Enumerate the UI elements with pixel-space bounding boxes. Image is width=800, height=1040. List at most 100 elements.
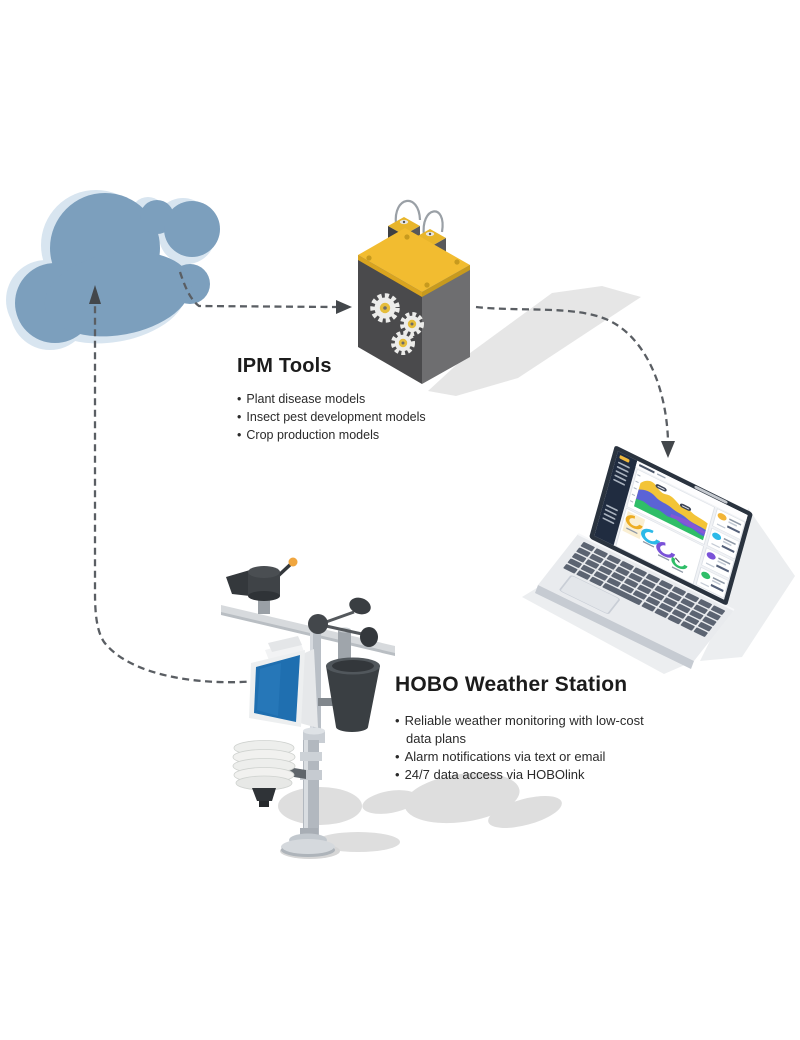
sidebar-menu-items: [602, 461, 630, 525]
keyboard-key: [680, 621, 695, 631]
keyboard-key: [606, 554, 621, 565]
keyboard-key: [598, 565, 613, 576]
bullet-item: Reliable weather monitoring with low-cos…: [395, 712, 645, 748]
keyboard-key: [684, 615, 700, 625]
data-flow-arrows: [93, 271, 670, 684]
dashboard-chart-card: [626, 468, 716, 545]
keyboard-key: [663, 597, 678, 607]
bullet-item: Plant disease models: [237, 390, 426, 408]
cloud-icon: [6, 190, 220, 350]
keyboard-key: [650, 591, 665, 601]
keyboard-key: [689, 610, 704, 620]
bullet-item: Crop production models: [237, 426, 426, 444]
box-top-edge: [422, 265, 470, 297]
box-top-face: [358, 228, 470, 292]
sensor-wire: [394, 199, 422, 225]
keyboard-key: [680, 598, 695, 608]
keyboard-key: [658, 603, 674, 613]
hobo-station-label: HOBO Weather Station Reliable weather mo…: [395, 673, 645, 784]
laptop-front-lip: [535, 585, 694, 669]
ipm-tools-bullets: Plant disease models Insect pest develop…: [237, 390, 426, 444]
keyboard-key: [697, 599, 713, 609]
keyboard-key: [611, 572, 626, 582]
keyboard-key: [693, 604, 708, 614]
gauge-sleeve: [338, 630, 351, 662]
keyboard-key: [576, 570, 591, 580]
station-shadow: [488, 796, 562, 828]
keyboard-key: [654, 585, 669, 595]
keyboard-key: [615, 566, 630, 576]
dashboard-topbar: [635, 460, 748, 522]
weather-station-icon: [221, 557, 395, 857]
sidebar-logo: [619, 455, 630, 463]
keyboard-key: [667, 592, 682, 602]
bullet-item: Insect pest development models: [237, 408, 425, 426]
keyboard-key: [580, 564, 595, 575]
stat-card: [701, 547, 735, 579]
keyboard-key: [632, 567, 647, 577]
arrowhead-down-icon: [661, 441, 675, 458]
crossarm: [221, 605, 395, 655]
keyboard-key: [706, 611, 721, 621]
bolt-holes: [366, 234, 460, 288]
pole-base: [281, 828, 335, 857]
laptop-front-shadow: [522, 586, 694, 674]
bezel-badge: [694, 485, 728, 504]
keyboard-key: [632, 590, 647, 600]
pole-ring: [300, 752, 322, 761]
chart-label-pill: [655, 484, 667, 492]
bullet-item: Alarm notifications via text or email: [395, 748, 645, 766]
keyboard-key: [619, 584, 634, 594]
keyboard-key: [667, 614, 682, 625]
arrow-ipm-to-laptop: [475, 305, 670, 441]
keyboard-key: [619, 561, 634, 571]
laptop-base: [538, 534, 734, 661]
keyboard-key: [671, 586, 687, 596]
stat-card: [695, 566, 730, 599]
ipm-tools-label: IPM Tools Plant disease models Insect pe…: [237, 355, 426, 444]
chart-area-green: [634, 498, 705, 541]
station-shadow: [278, 787, 362, 825]
wind-vane-icon: [226, 557, 298, 614]
ipm-tools-title: IPM Tools: [237, 355, 332, 377]
keyboard-key: [606, 577, 621, 587]
stat-card: [712, 508, 746, 540]
keyboard-key: [676, 603, 691, 614]
keyboard-key: [576, 547, 591, 557]
pole-highlight: [304, 740, 308, 840]
chart-label-pill: [679, 503, 692, 511]
hobo-station-title: HOBO Weather Station: [395, 673, 628, 696]
sensor-wire: [422, 210, 444, 237]
anemometer-icon: [308, 597, 378, 647]
arrow-cloud-to-ipm: [178, 271, 337, 309]
box-side-face: [422, 265, 470, 384]
pole-ring: [300, 770, 322, 780]
chart-area-violet: [670, 513, 706, 535]
keyboard-key: [671, 609, 687, 619]
keyboard-key: [697, 622, 713, 632]
station-shadow: [362, 790, 418, 814]
keyboard-key: [593, 548, 608, 558]
keyboard-key: [602, 560, 617, 570]
keyboard-key: [572, 553, 587, 563]
keyboard-key: [654, 608, 669, 618]
deck-highlight: [577, 533, 735, 611]
keyboard-key: [641, 602, 656, 612]
chart-y-ticks: [629, 474, 641, 503]
keyboard-key: [563, 564, 578, 574]
keyboard-key: [645, 573, 660, 584]
arrow-station-to-cloud: [93, 302, 259, 684]
keyboard-key: [567, 558, 582, 568]
ipm-box-shadow: [428, 286, 641, 396]
keyboard-key: [641, 579, 656, 589]
pole-collar-top: [303, 727, 325, 735]
keyboard-key: [637, 584, 652, 595]
touchpad: [559, 575, 620, 614]
station-shadow: [316, 832, 400, 852]
bullet-item: 24/7 data access via HOBOlink: [395, 766, 645, 784]
keyboard-key: [589, 553, 604, 564]
keyboard-key: [645, 596, 661, 606]
keyboard-key: [702, 616, 717, 626]
keyboard-key: [593, 571, 608, 581]
